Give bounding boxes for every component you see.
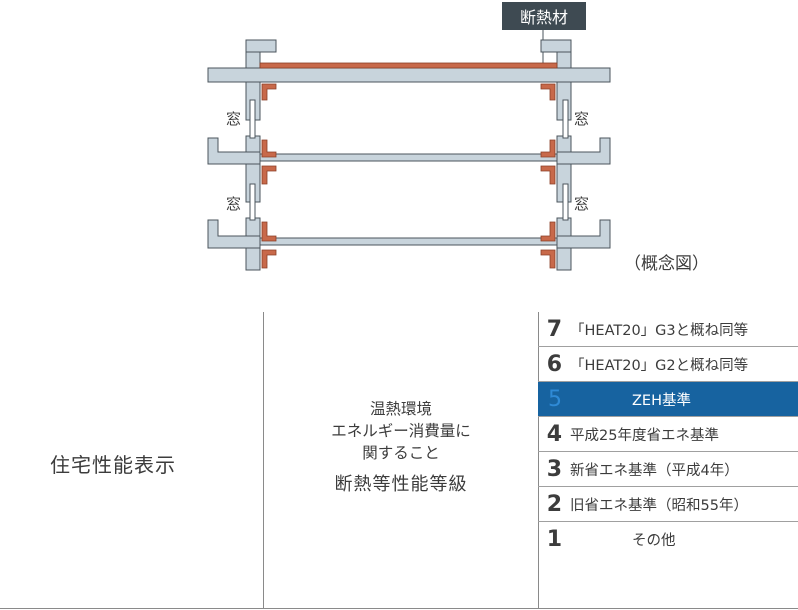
building-section-diagram	[207, 30, 611, 271]
grade-list: 7 「HEAT20」G3と概ね同等 6 「HEAT20」G2と概ね同等 5 ZE…	[538, 312, 798, 557]
floor-slab-2	[207, 219, 611, 249]
floor-slab-1	[207, 137, 611, 165]
grade-text: 平成25年度省エネ基準	[570, 427, 719, 444]
grade-text: 新省エネ基準（平成4年）	[570, 462, 739, 479]
window-label: 窓	[574, 195, 590, 213]
grade-name: 断熱等性能等級	[334, 474, 468, 495]
windows	[249, 99, 569, 221]
insulation-tag: 断熱材	[502, 2, 586, 30]
grade-row: 6 「HEAT20」G2と概ね同等	[538, 347, 798, 382]
table-baseline	[0, 608, 798, 609]
topic-line: 温熱環境	[369, 400, 432, 418]
grade-row-highlight: 5 ZEH基準	[538, 382, 798, 417]
grade-number: 6	[546, 351, 562, 377]
insulation-corners	[261, 83, 556, 269]
table-divider	[263, 312, 264, 608]
grade-number: 3	[546, 456, 562, 482]
grade-text: 「HEAT20」G3と概ね同等	[570, 322, 749, 339]
grade-text: 旧省エネ基準（昭和55年）	[570, 497, 748, 514]
category-label: 住宅性能表示	[50, 453, 176, 477]
grade-number: 2	[546, 491, 562, 517]
grade-text: ZEH基準	[632, 392, 691, 409]
topic-block: 温熱環境 エネルギー消費量に 関すること 断熱等性能等級	[264, 398, 538, 496]
grade-text: その他	[632, 533, 676, 549]
grade-number: 4	[546, 421, 562, 447]
grade-row: 3 新省エネ基準（平成4年）	[538, 452, 798, 487]
diagram-caption: （概念図）	[624, 254, 709, 274]
grade-number: 5	[548, 386, 562, 412]
window-label: 窓	[226, 195, 242, 213]
grade-row: 4 平成25年度省エネ基準	[538, 417, 798, 452]
roof-slab	[207, 62, 611, 83]
table-divider	[538, 312, 539, 608]
window-label: 窓	[226, 110, 242, 128]
topic-line: 関すること	[362, 444, 440, 462]
window-label: 窓	[574, 110, 590, 128]
grade-row: 1 その他	[538, 522, 798, 557]
grade-row: 2 旧省エネ基準（昭和55年）	[538, 487, 798, 522]
performance-table: 住宅性能表示 温熱環境 エネルギー消費量に 関すること 断熱等性能等級 7 「H…	[0, 312, 798, 610]
grade-number: 1	[546, 527, 562, 552]
grade-number: 7	[546, 316, 562, 342]
grade-row: 7 「HEAT20」G3と概ね同等	[538, 312, 798, 347]
topic-line: エネルギー消費量に	[331, 422, 471, 440]
grade-text: 「HEAT20」G2と概ね同等	[570, 357, 749, 374]
